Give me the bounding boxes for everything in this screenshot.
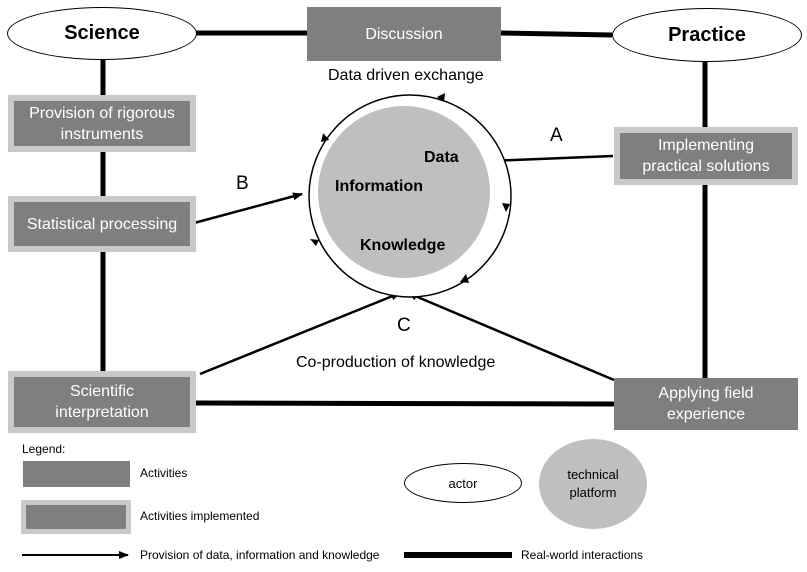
legend-implemented-swatch xyxy=(21,500,131,534)
arrow-c-right xyxy=(407,291,615,382)
legend-provision-label: Provision of data, information and knowl… xyxy=(140,548,380,562)
label-b: B xyxy=(236,173,249,194)
data-driven-exchange-label: Data driven exchange xyxy=(328,67,484,84)
actor-science: Science xyxy=(7,7,197,60)
discussion-practice-line xyxy=(500,30,613,38)
arrow-b xyxy=(193,192,303,225)
actor-practice-label: Practice xyxy=(668,23,746,46)
activity-statistical-processing: Statistical processing xyxy=(8,196,196,252)
legend-activities-implemented: Activities implemented xyxy=(140,509,260,523)
activity-discussion: Discussion xyxy=(307,7,501,61)
legend-activities: Activities xyxy=(140,466,188,480)
label-c: C xyxy=(397,315,411,336)
legend-title: Legend: xyxy=(22,442,66,456)
platform-core xyxy=(318,106,490,278)
actor-practice: Practice xyxy=(612,8,802,62)
cycle-arrowheads xyxy=(310,93,510,283)
platform-information: Information xyxy=(335,178,423,195)
provision-arrows xyxy=(193,154,615,382)
real-world-lines xyxy=(100,30,708,407)
coproduction-label: Co-production of knowledge xyxy=(296,354,496,371)
label-a: A xyxy=(550,125,563,146)
arrow-c-left xyxy=(199,291,401,376)
legend-real-world-label: Real-world interactions xyxy=(521,548,644,562)
discussion-label: Discussion xyxy=(365,25,443,43)
legend-activity-swatch xyxy=(23,461,130,487)
actor-science-label: Science xyxy=(64,22,140,44)
interp-field-line xyxy=(195,400,615,407)
platform-data: Data xyxy=(424,149,459,166)
legend-actor-oval: actor xyxy=(404,463,522,503)
arrow-a xyxy=(487,154,614,165)
platform-knowledge: Knowledge xyxy=(360,237,446,254)
